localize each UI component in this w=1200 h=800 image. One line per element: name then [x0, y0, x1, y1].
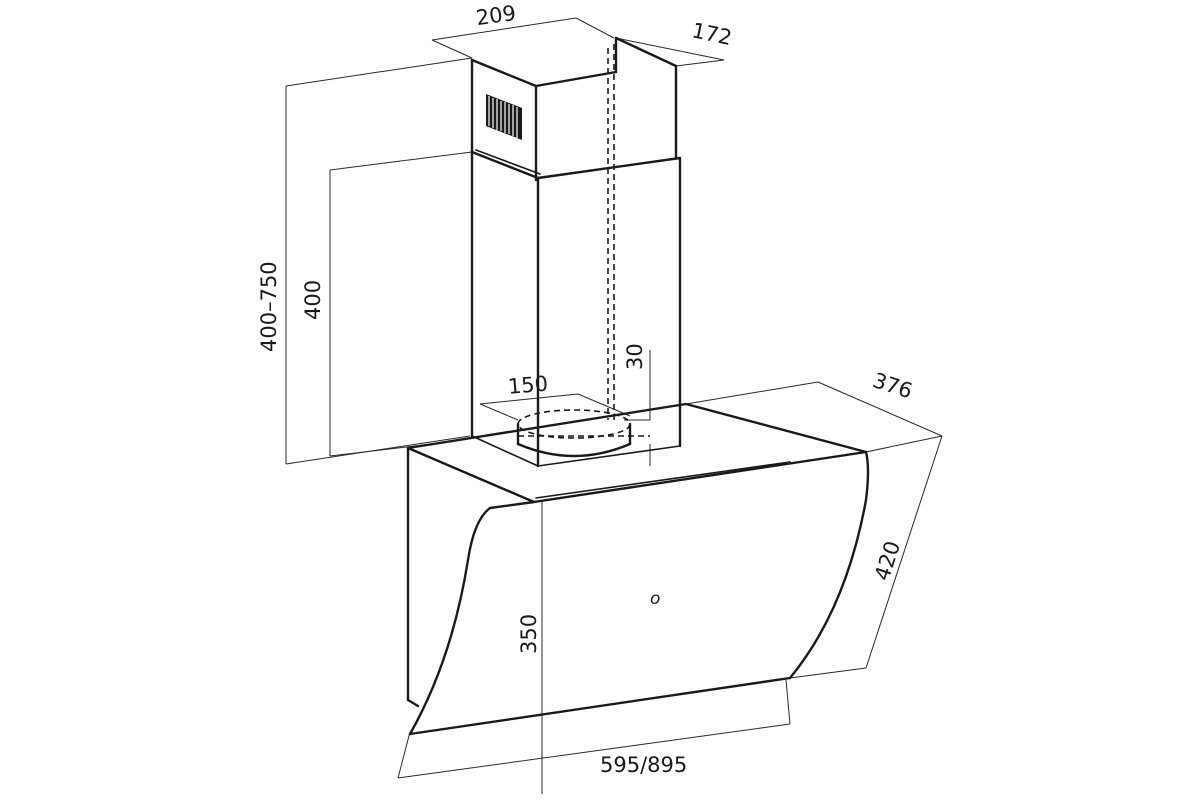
hood-body — [406, 402, 870, 736]
chimney — [470, 36, 682, 468]
dimension-lines — [285, 17, 943, 794]
dim-total-height: 400–750 — [257, 261, 281, 352]
vent-grille — [486, 94, 522, 140]
control-symbol: o — [650, 589, 660, 609]
hidden-lines — [537, 44, 615, 440]
dim-glass-height: 420 — [870, 538, 905, 584]
dim-chimney-depth: 172 — [690, 18, 734, 50]
dim-body-height: 350 — [517, 614, 541, 654]
dim-outlet-offset: 30 — [623, 343, 647, 370]
dim-chimney-width: 209 — [474, 1, 517, 30]
dim-hood-width: 595/895 — [600, 753, 687, 777]
dim-chimney-height: 400 — [301, 280, 325, 320]
outlet-collar — [516, 409, 650, 458]
dim-hood-depth: 376 — [870, 368, 916, 403]
dim-outlet-diameter: 150 — [507, 371, 549, 398]
